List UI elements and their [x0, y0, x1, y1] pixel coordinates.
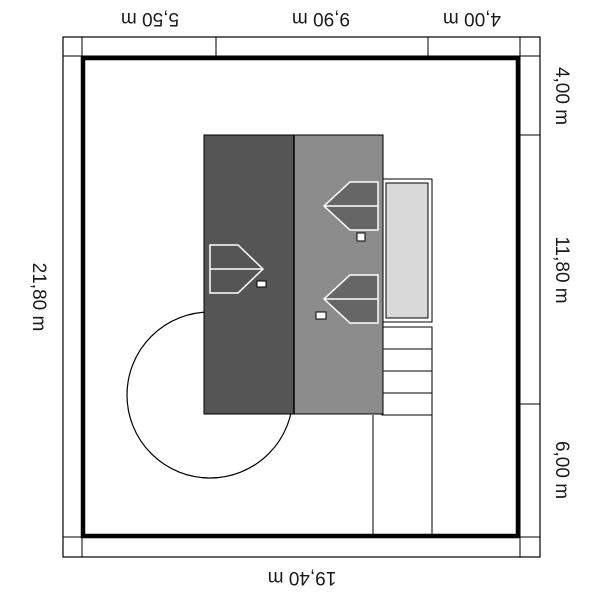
dimension-label-right-middle: 11,80 m — [551, 236, 572, 303]
plot-boundary — [80, 55, 521, 539]
dimension-label-top-middle: 9,90 m — [292, 8, 350, 29]
dimension-label-top-right: 4,00 m — [443, 8, 501, 29]
dimension-label-right-top: 4,00 m — [551, 67, 572, 125]
dimension-frame — [62, 36, 541, 558]
chimney-right-bottom — [315, 311, 327, 320]
chimney-left — [256, 280, 267, 288]
dimension-label-right-bottom: 6,00 m — [551, 441, 572, 499]
chimney-right-top — [356, 232, 366, 242]
dimension-label-top-left: 5,50 m — [121, 8, 179, 29]
terrace-inner — [385, 182, 429, 319]
dimension-label-left: 21,80 m — [28, 263, 49, 332]
dimension-label-bottom: 19,40 m — [268, 567, 337, 588]
